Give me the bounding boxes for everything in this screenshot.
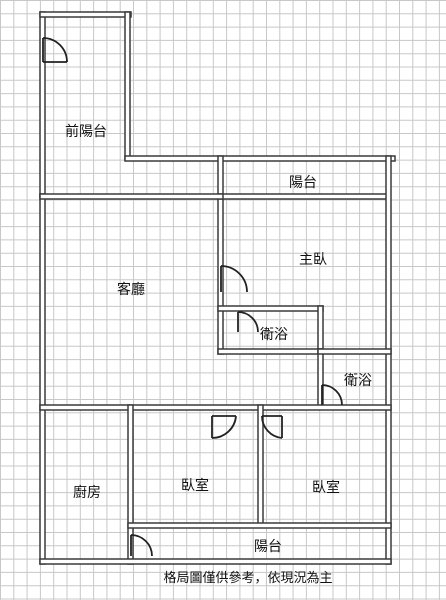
door-swing	[321, 384, 343, 406]
door-swing	[237, 311, 259, 333]
wall-segment	[217, 193, 391, 200]
front-balcony-label: 前陽台	[65, 123, 107, 140]
walls	[39, 11, 396, 565]
door-swing	[220, 265, 248, 293]
balcony-bottom-label: 陽台	[254, 539, 282, 555]
wall-segment	[39, 11, 132, 18]
bathroom-1-label: 衛浴	[260, 327, 288, 343]
wall-segment	[39, 193, 224, 200]
kitchen-label: 廚房	[73, 484, 101, 501]
balcony-top-label: 陽台	[289, 175, 317, 191]
wall-segment	[124, 155, 396, 162]
wall-segment	[317, 305, 324, 355]
wall-segment	[385, 155, 392, 565]
bedroom-2-label: 臥室	[312, 479, 340, 496]
living-room-label: 客廳	[117, 281, 145, 298]
wall-segment	[124, 11, 131, 161]
wall-segment	[217, 305, 324, 312]
disclaimer-caption: 格局圖僅供參考，依現況為主	[163, 570, 332, 586]
wall-segment	[39, 193, 46, 565]
wall-segment	[217, 155, 224, 355]
master-bedroom-label: 主臥	[299, 252, 327, 268]
door-swing	[211, 415, 237, 439]
wall-segment	[217, 348, 324, 355]
bathroom-2-label: 衛浴	[344, 373, 372, 389]
door-swing	[130, 534, 153, 557]
wall-segment	[317, 348, 392, 355]
bedroom-1-label: 臥室	[181, 477, 209, 494]
door-swing	[261, 415, 283, 439]
door-swing	[42, 37, 68, 63]
wall-segment	[39, 404, 392, 411]
wall-segment	[127, 522, 392, 529]
wall-segment	[39, 558, 392, 565]
doors	[42, 37, 343, 557]
